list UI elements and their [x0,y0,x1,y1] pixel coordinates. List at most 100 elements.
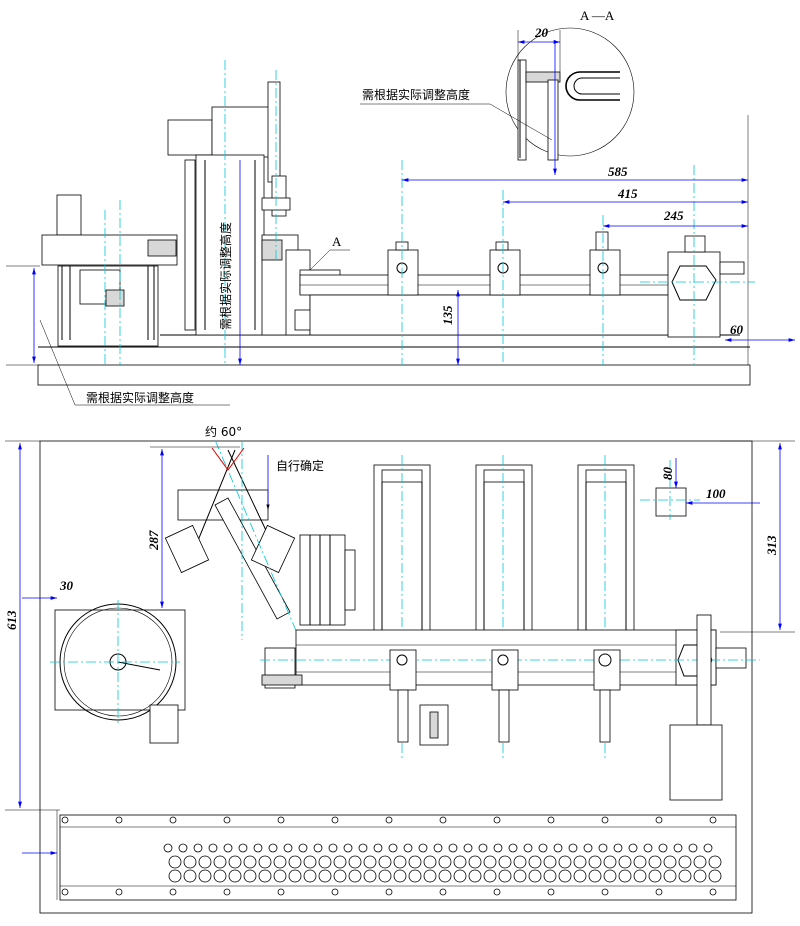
holders-top [389,649,621,746]
mount-hole [655,816,663,824]
large-hole [558,855,572,869]
large-hole [588,855,602,869]
large-hole [303,869,317,883]
large-hole [183,855,197,869]
small-hole [568,843,578,853]
mount-hole [61,816,69,824]
large-hole [393,855,407,869]
mount-hole [601,816,609,824]
small-hole [673,843,683,853]
large-hole [348,855,362,869]
large-hole [468,869,482,883]
note-adjust-left: 需根据实际调整高度 [86,390,194,405]
mount-hole [115,816,123,824]
large-hole [573,869,587,883]
mount-hole [223,816,231,824]
mount-hole [493,816,501,824]
large-hole [648,869,662,883]
large-hole [183,869,197,883]
section-detail: A —A 20 需根据实际调整高度 [360,8,635,175]
right-feeder [655,487,723,801]
small-hole [598,843,608,853]
large-hole [483,855,497,869]
mount-hole [115,888,123,896]
angled-chute [164,449,296,620]
small-hole [523,843,533,853]
large-hole [453,855,467,869]
note-angle: 约 60° [205,424,242,439]
mount-hole [223,888,231,896]
mount-hole [385,888,393,896]
dim-60: 60 [730,322,744,337]
dim-287: 287 [146,530,161,551]
large-hole [618,869,632,883]
small-hole [478,843,488,853]
large-hole [663,855,677,869]
large-hole [348,869,362,883]
large-hole [543,855,557,869]
large-hole [498,855,512,869]
large-hole [378,869,392,883]
small-hole [178,843,188,853]
large-hole [333,869,347,883]
large-hole [423,869,437,883]
large-hole [318,855,332,869]
mount-hole [547,816,555,824]
dim-30-upper: 30 [59,578,74,593]
large-hole [393,869,407,883]
small-hole [193,843,203,853]
small-hole [433,843,443,853]
mount-hole [655,888,663,896]
holders-front [387,231,621,296]
small-hole [238,843,248,853]
base-plate [37,364,751,386]
large-hole [573,855,587,869]
large-hole [543,869,557,883]
mount-hole [709,888,717,896]
dim-100: 100 [706,486,726,501]
note-self-determine: 自行确定 [276,458,324,473]
mount-hole [61,888,69,896]
large-hole [198,869,212,883]
small-hole [508,843,518,853]
large-hole [693,869,707,883]
large-hole [513,869,527,883]
large-hole [633,855,647,869]
large-hole [288,869,302,883]
small-hole [628,843,638,853]
mount-hole [439,816,447,824]
large-hole [588,869,602,883]
small-hole [358,843,368,853]
top-view: 约 60° 自行确定 [4,424,795,914]
large-hole [438,855,452,869]
small-hole [313,843,323,853]
large-hole [528,855,542,869]
large-hole [168,855,182,869]
dim-80: 80 [660,467,675,481]
large-hole [498,869,512,883]
dim-613: 613 [4,610,19,630]
dim-585: 585 [608,164,628,179]
front-view: 585 415 245 135 60 需根据实际调整高度 需根据实际调整高度 A [6,60,795,406]
large-hole [363,855,377,869]
large-hole [378,855,392,869]
small-hole [493,843,503,853]
large-hole [168,869,182,883]
small-hole [538,843,548,853]
large-hole [483,869,497,883]
small-hole [688,843,698,853]
mount-hole [601,888,609,896]
large-hole [618,855,632,869]
large-hole [198,855,212,869]
small-hole [703,843,713,853]
large-hole [708,869,722,883]
section-marker: A [332,234,342,249]
central-column [167,81,299,336]
dim-313: 313 [764,535,779,556]
small-hole [658,843,668,853]
large-hole [558,869,572,883]
large-hole [213,855,227,869]
small-hole [268,843,278,853]
mount-hole [169,888,177,896]
small-hole [343,843,353,853]
